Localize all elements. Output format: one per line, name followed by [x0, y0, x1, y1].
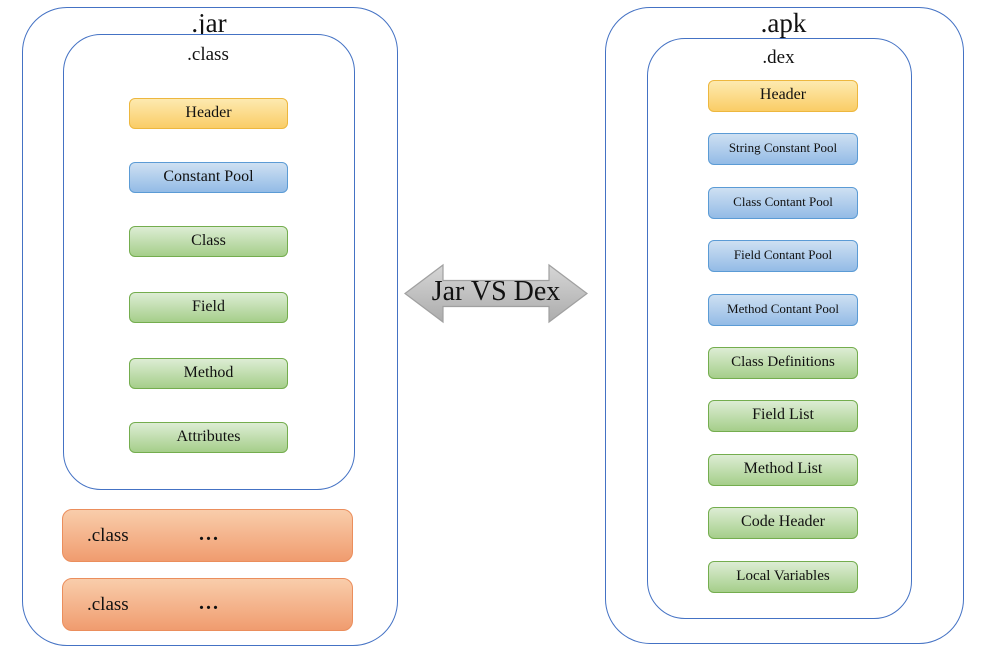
extra-class-file-2-label: .class — [87, 594, 129, 615]
extra-class-file-2: .class ... — [62, 578, 353, 631]
class-title: .class — [187, 44, 229, 65]
jar-title: .jar — [191, 8, 227, 38]
dex-box-string-constant-pool: String Constant Pool — [708, 133, 858, 165]
dex-title: .dex — [762, 47, 795, 68]
double-arrow-icon — [404, 263, 588, 324]
jar-box-method: Method — [129, 358, 288, 389]
jar-box-class: Class — [129, 226, 288, 257]
dex-box-method-contant-pool: Method Contant Pool — [708, 294, 858, 326]
dex-box-header: Header — [708, 80, 858, 112]
jar-box-header: Header — [129, 98, 288, 129]
extra-class-file-1: .class ... — [62, 509, 353, 562]
dex-box-class-definitions: Class Definitions — [708, 347, 858, 379]
extra-class-file-1-ellipsis: ... — [199, 523, 220, 545]
comparison-arrow — [400, 260, 592, 326]
comparison-arrow-label: Jar VS Dex — [431, 276, 561, 307]
dex-box-local-variables: Local Variables — [708, 561, 858, 593]
dex-box-class-contant-pool: Class Contant Pool — [708, 187, 858, 219]
dex-box-method-list: Method List — [708, 454, 858, 486]
jar-box-field: Field — [129, 292, 288, 323]
apk-title: .apk — [760, 8, 807, 38]
dex-box-field-contant-pool: Field Contant Pool — [708, 240, 858, 272]
extra-class-file-2-ellipsis: ... — [199, 592, 220, 614]
jar-box-constant-pool: Constant Pool — [129, 162, 288, 193]
dex-box-code-header: Code Header — [708, 507, 858, 539]
dex-box-field-list: Field List — [708, 400, 858, 432]
jar-box-attributes: Attributes — [129, 422, 288, 453]
extra-class-file-1-label: .class — [87, 525, 129, 546]
